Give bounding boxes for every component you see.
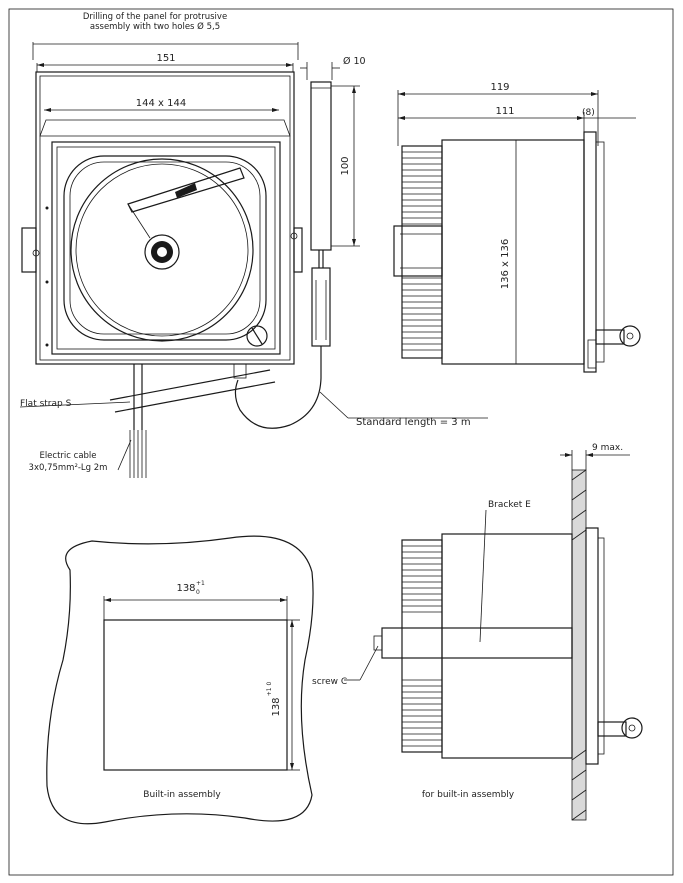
mounted-key [597, 721, 627, 737]
cutout-rect [103, 619, 288, 771]
panel-wall [571, 469, 587, 821]
dim-8: (8) [582, 108, 595, 118]
dial-window [63, 155, 267, 341]
mounted-case-body [441, 533, 573, 759]
pen-arm [127, 167, 245, 213]
page-border [8, 8, 674, 876]
drilling-note-line1: Drilling of the panel for protrusive [83, 12, 227, 22]
bracket-label: Bracket E [488, 500, 531, 510]
flat-strap-label: Flat strap S [20, 399, 72, 409]
front-view: Drilling of the panel for protrusive ass… [19, 12, 303, 478]
left-clamp [21, 227, 37, 273]
chart-disc [70, 158, 254, 342]
builtin-caption: Built-in assembly [143, 790, 221, 800]
standard-length-label: Standard length = 3 m [356, 417, 471, 428]
housing-outline [35, 71, 295, 365]
mounted-view: 9 max. Bracket E screw C [312, 443, 643, 821]
drilling-note-line2: assembly with two holes Ø 5,5 [90, 21, 220, 32]
dim-138-top: 138 [176, 583, 195, 594]
side-view: 119 111 (8) 136 x 136 [393, 82, 641, 373]
dim-151: 151 [156, 53, 175, 64]
probe-view: Ø 10 100 Standard length = 3 m [234, 56, 488, 429]
capillary-tube [234, 346, 322, 429]
chart-hub [144, 234, 180, 270]
dim-138-tol-up: +1 [196, 580, 205, 587]
for-builtin-caption: for built-in assembly [422, 790, 515, 800]
screw-c [373, 635, 383, 651]
probe-body [310, 81, 332, 251]
dim-9max: 9 max. [592, 443, 623, 453]
bracket-e [381, 627, 573, 659]
lock-knob [246, 325, 268, 347]
dim-136x136: 136 x 136 [500, 239, 511, 289]
dim-100: 100 [340, 156, 351, 175]
right-clamp [293, 227, 303, 273]
front-bezel [583, 131, 597, 373]
dim-119: 119 [490, 82, 509, 93]
electric-cable-label-1: Electric cable [39, 451, 96, 461]
mounted-fins [401, 539, 443, 753]
dim-138-side-tol: +1 0 [266, 682, 273, 697]
screw-label: screw C [312, 677, 347, 687]
dim-144x144: 144 x 144 [136, 98, 186, 109]
electric-cable-label-2: 3x0,75mm²-Lg 2m [29, 463, 108, 473]
inner-frame [51, 141, 281, 355]
dim-dia10: Ø 10 [343, 56, 366, 67]
mounted-bezel [585, 527, 599, 765]
flat-strap [109, 369, 271, 401]
dim-138-tol-dn: 0 [196, 589, 200, 596]
dim-138-side: 138 [271, 697, 282, 716]
panel-cutout-view: 138 +1 0 138 +1 0 Built-in assembly [46, 535, 314, 825]
case-body [441, 139, 585, 365]
panel-outline [46, 535, 314, 825]
dim-111: 111 [495, 106, 514, 117]
key [595, 329, 625, 345]
